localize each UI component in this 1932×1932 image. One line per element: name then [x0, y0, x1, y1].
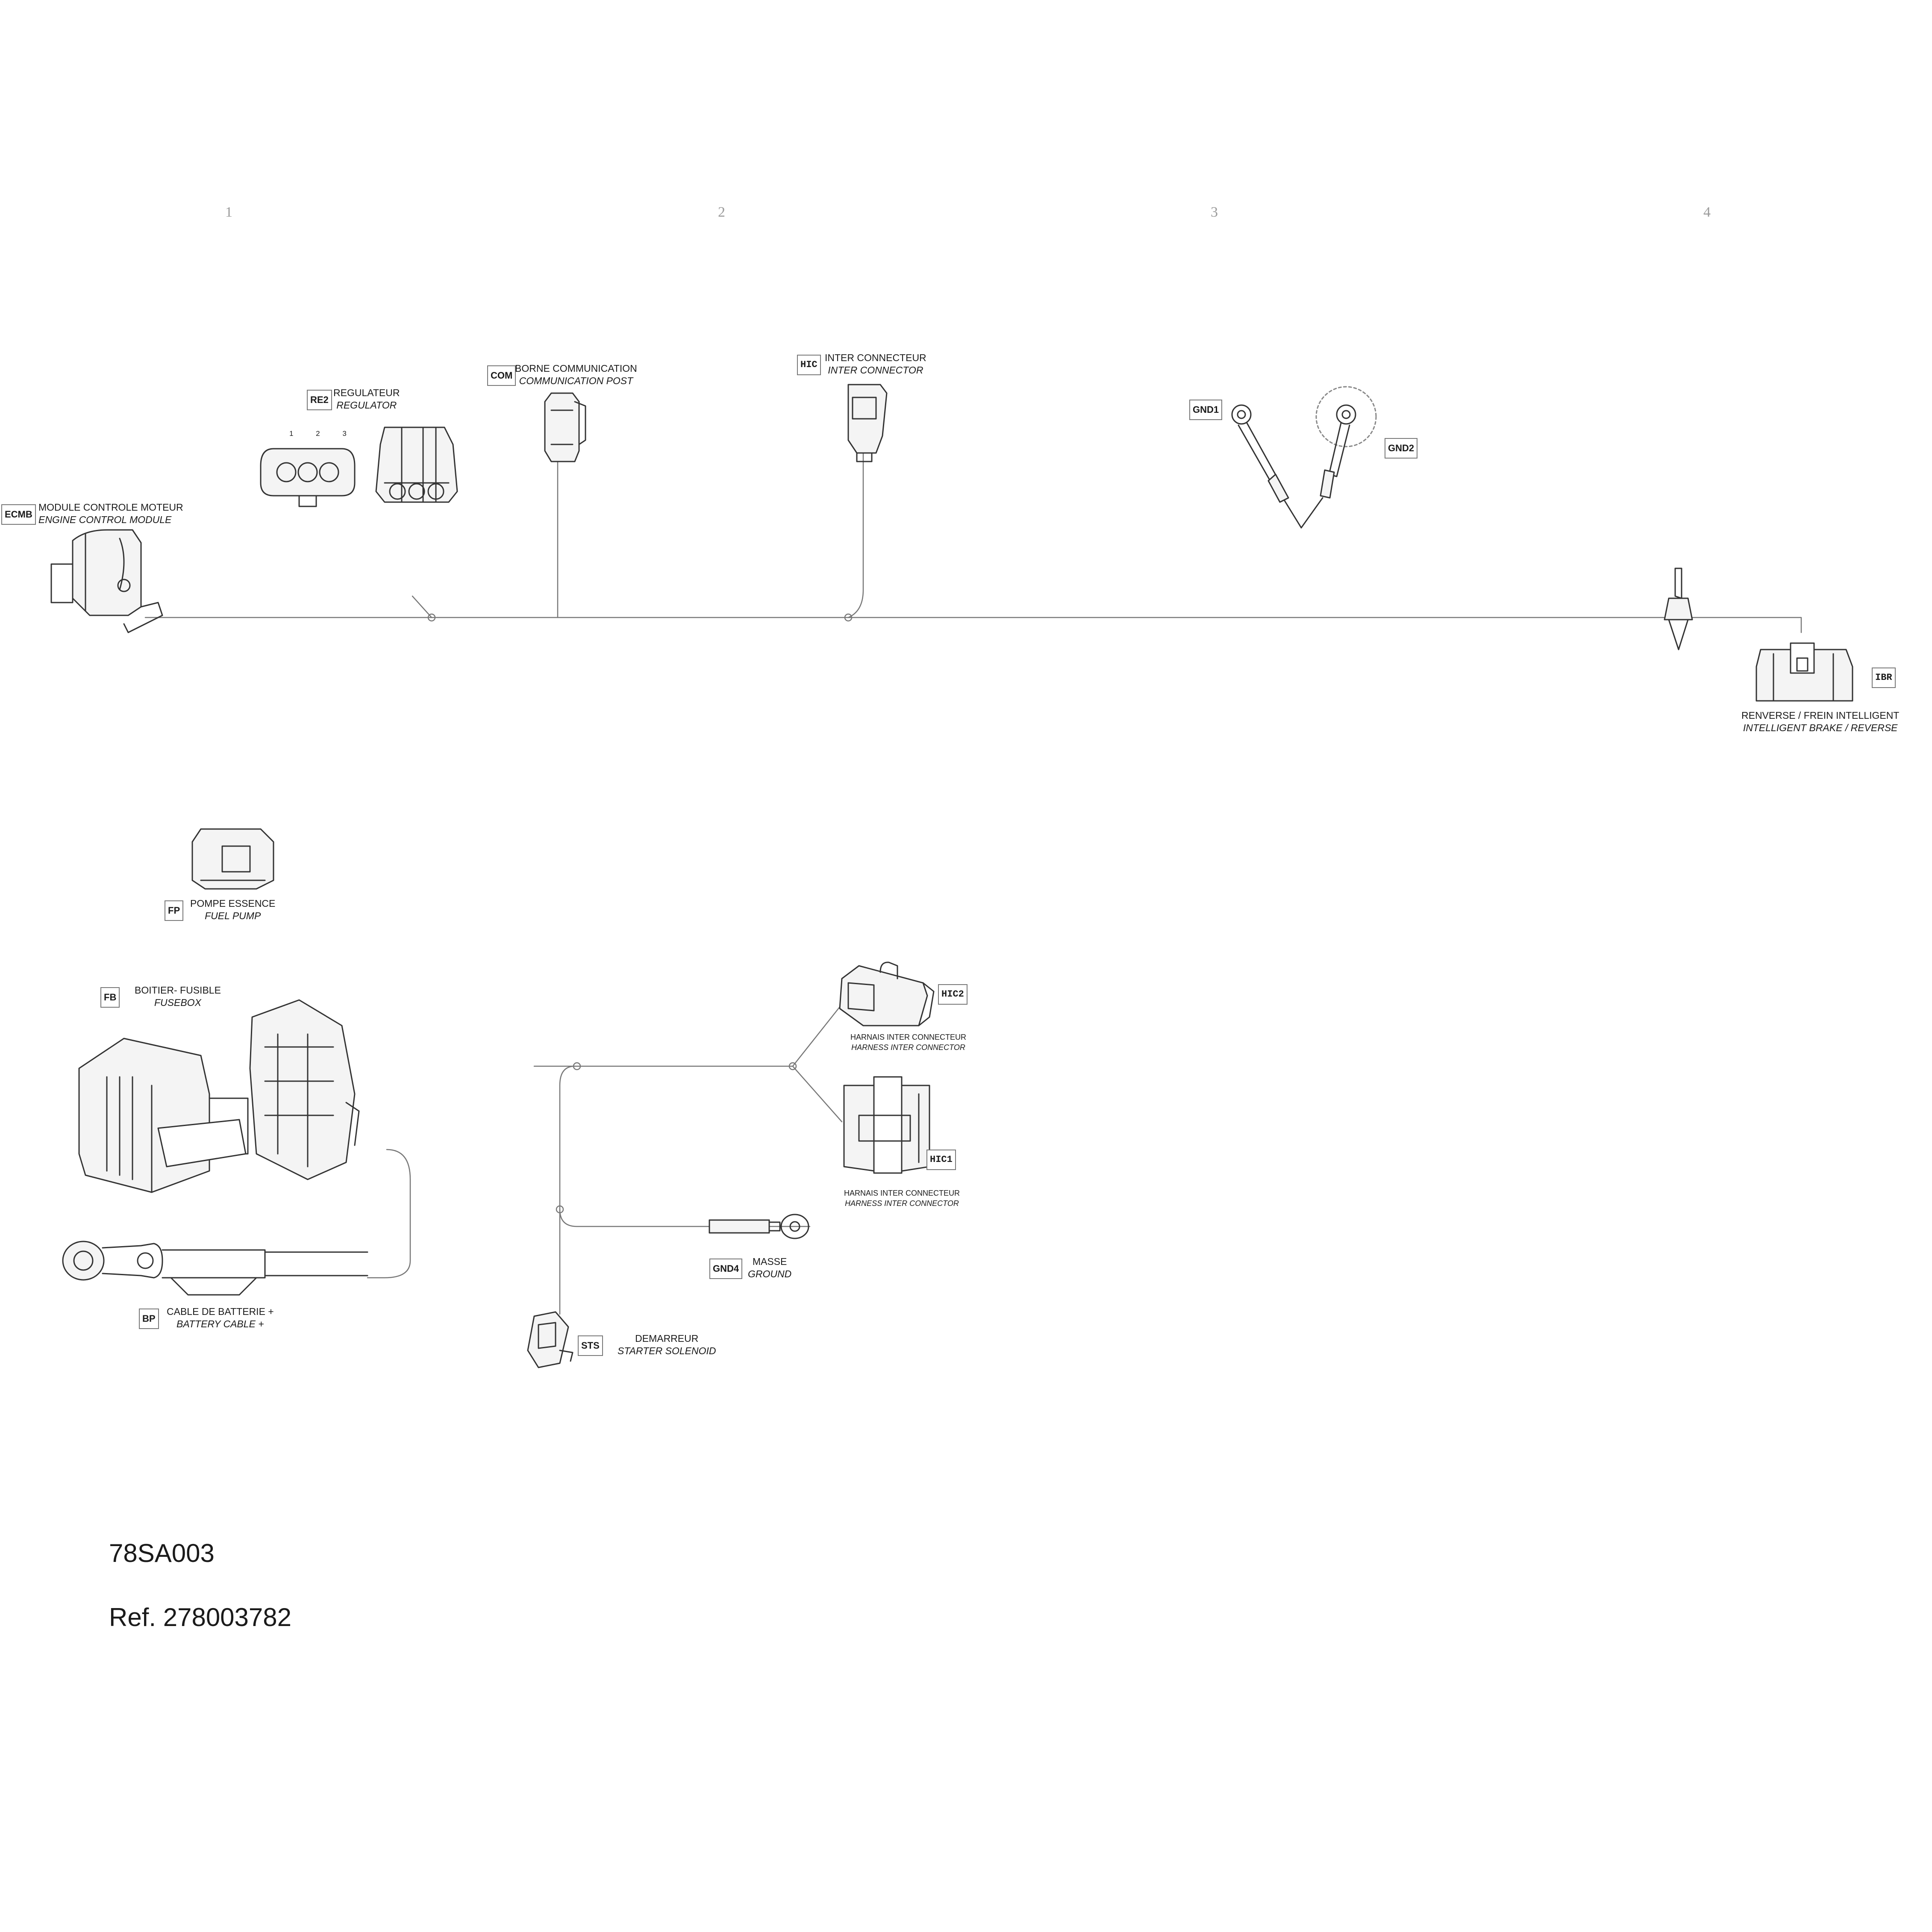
column-number-3: 3: [1211, 204, 1218, 220]
hic-label-fr: INTER CONNECTEUR: [825, 352, 926, 363]
hic-label-en: INTER CONNECTOR: [828, 365, 923, 376]
hic2-label-fr: HARNAIS INTER CONNECTEUR: [850, 1033, 967, 1041]
sts-label-fr: DEMARREUR: [635, 1333, 699, 1344]
gnd4-tag: GND4: [709, 1259, 743, 1279]
column-number-1: 1: [225, 204, 232, 220]
ecmb-module-drawing: [50, 529, 163, 633]
sts-label: DEMARREUR STARTER SOLENOID: [618, 1332, 716, 1357]
hic2-tag: HIC2: [938, 984, 967, 1005]
column-number-2: 2: [718, 204, 725, 220]
com-label-fr: BORNE COMMUNICATION: [515, 363, 637, 374]
sts-connector-drawing: [527, 1311, 573, 1368]
gnd4-label: MASSE GROUND: [748, 1256, 791, 1280]
sts-tag: STS: [578, 1335, 603, 1356]
hic-connector-drawing: [847, 384, 888, 462]
ecmb-label: MODULE CONTROLE MOTEUR ENGINE CONTROL MO…: [38, 501, 183, 526]
ibr-connector-drawing: [1756, 642, 1853, 702]
re2-regulator-housing-drawing: [375, 426, 458, 503]
fp-label: POMPE ESSENCE FUEL PUMP: [190, 897, 275, 922]
lower-harness-wire: [367, 1003, 843, 1315]
fb-label-fr: BOITIER- FUSIBLE: [135, 985, 221, 996]
re2-label-en: REGULATOR: [336, 400, 397, 411]
ibr-label-fr: RENVERSE / FREIN INTELLIGENT: [1741, 710, 1900, 721]
re2-regulator-plug-drawing: [260, 448, 356, 507]
ibr-sensor-drawing: [1664, 568, 1693, 650]
ibr-tag: IBR: [1872, 668, 1896, 688]
column-number-4: 4: [1703, 204, 1711, 220]
hic1-connector-drawing: [843, 1076, 930, 1174]
bp-battery-cable-drawing: [62, 1241, 368, 1296]
hic2-connector-drawing: [839, 962, 935, 1026]
ecmb-tag: ECMB: [1, 504, 36, 525]
bp-tag: BP: [139, 1309, 159, 1329]
hic1-label-fr: HARNAIS INTER CONNECTEUR: [844, 1189, 960, 1197]
hic2-label: HARNAIS INTER CONNECTEUR HARNESS INTER C…: [850, 1032, 966, 1053]
fb-label-en: FUSEBOX: [154, 997, 201, 1008]
diagram-code: 78SA003: [109, 1539, 215, 1567]
ibr-label: RENVERSE / FREIN INTELLIGENT INTELLIGENT…: [1741, 709, 1899, 734]
ibr-label-en: INTELLIGENT BRAKE / REVERSE: [1743, 722, 1898, 733]
hic-tag: HIC: [797, 355, 821, 375]
hic2-label-en: HARNESS INTER CONNECTOR: [851, 1043, 965, 1052]
bp-label-fr: CABLE DE BATTERIE +: [167, 1306, 274, 1317]
ecmb-label-fr: MODULE CONTROLE MOTEUR: [38, 502, 183, 513]
hic1-label: HARNAIS INTER CONNECTEUR HARNESS INTER C…: [844, 1188, 960, 1209]
re2-tag: RE2: [307, 390, 332, 410]
gnd4-label-fr: MASSE: [752, 1256, 787, 1267]
fb-label: BOITIER- FUSIBLE FUSEBOX: [135, 984, 221, 1009]
com-label-en: COMMUNICATION POST: [519, 375, 633, 386]
hic1-label-en: HARNESS INTER CONNECTOR: [845, 1199, 959, 1208]
gnd2-tag: GND2: [1385, 438, 1418, 459]
fp-connector-drawing: [191, 828, 274, 890]
hic1-tag: HIC1: [926, 1150, 956, 1170]
fp-tag: FP: [165, 900, 184, 921]
reference-number: Ref. 278003782: [109, 1603, 292, 1632]
gnd2-ring-terminal-drawing: [1300, 386, 1377, 529]
bp-label: CABLE DE BATTERIE + BATTERY CABLE +: [167, 1306, 274, 1330]
com-tag: COM: [487, 365, 516, 386]
ecmb-label-en: ENGINE CONTROL MODULE: [38, 514, 172, 525]
gnd1-ring-terminal-drawing: [1231, 404, 1302, 529]
re2-label: REGULATEUR REGULATOR: [333, 387, 400, 412]
gnd4-ring-terminal-drawing: [709, 1214, 809, 1239]
sts-label-en: STARTER SOLENOID: [618, 1345, 716, 1356]
fb-tag: FB: [100, 987, 120, 1008]
gnd4-label-en: GROUND: [748, 1268, 792, 1279]
fb-fusebox-drawing: [78, 999, 360, 1193]
hic-label: INTER CONNECTEUR INTER CONNECTOR: [825, 352, 926, 376]
com-label: BORNE COMMUNICATION COMMUNICATION POST: [515, 362, 637, 387]
re2-label-fr: REGULATEUR: [333, 387, 400, 398]
gnd1-tag: GND1: [1189, 400, 1223, 420]
com-connector-drawing: [544, 392, 586, 462]
fp-label-fr: POMPE ESSENCE: [190, 898, 276, 909]
re2-pin-numbers: 1 2 3: [289, 429, 357, 438]
bp-label-en: BATTERY CABLE +: [176, 1318, 264, 1329]
fp-label-en: FUEL PUMP: [205, 910, 261, 921]
